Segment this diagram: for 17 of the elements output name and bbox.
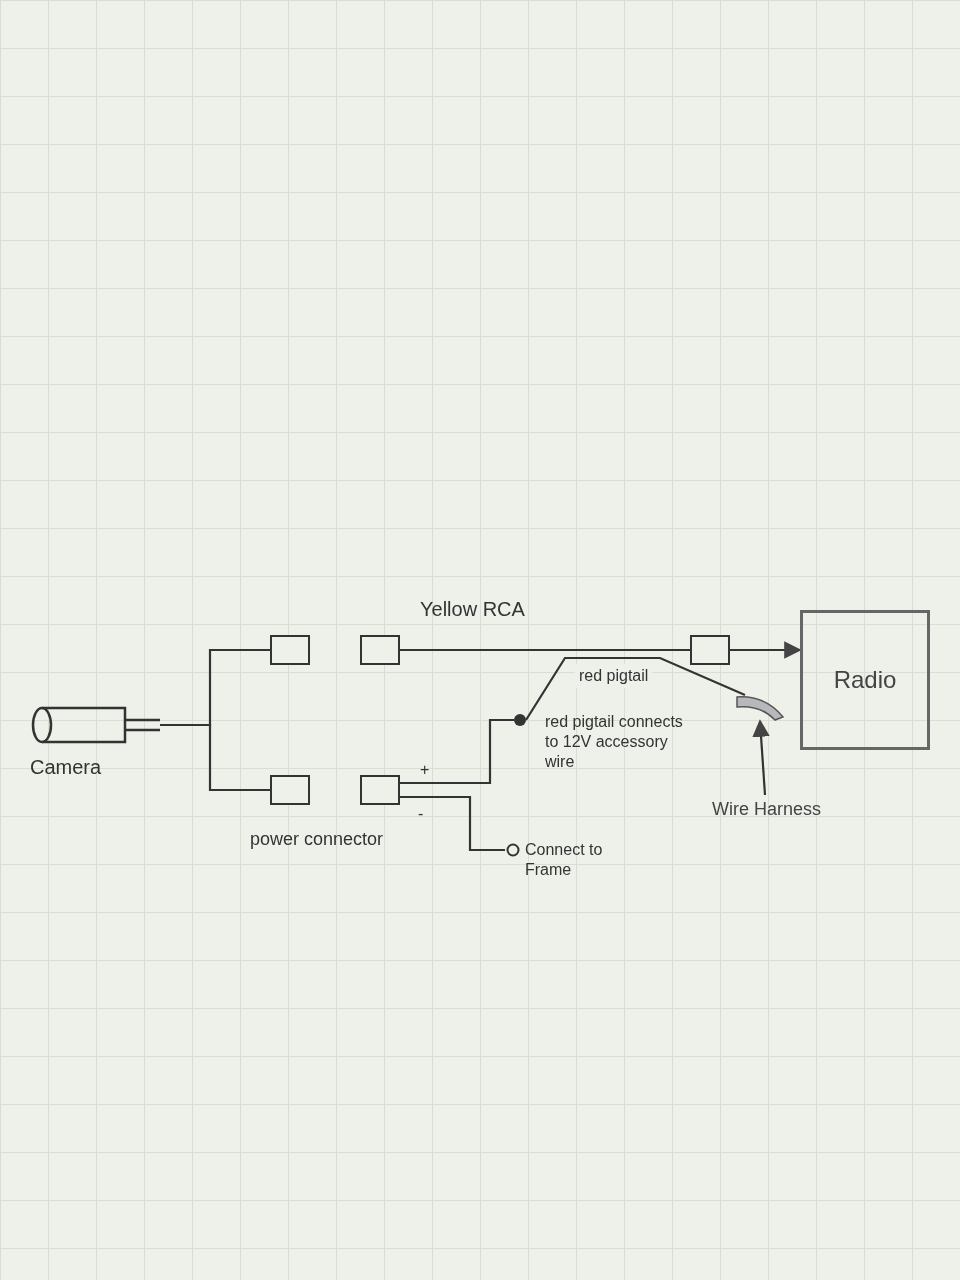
wire-label: Yellow RCA — [420, 597, 526, 622]
camera-label: Camera — [30, 755, 102, 780]
polarity-sign: + — [420, 760, 431, 780]
wire — [400, 648, 690, 652]
wire — [400, 795, 505, 852]
terminal-label: Connect to Frame — [525, 840, 604, 880]
wire — [400, 718, 514, 785]
connector-label: power connector — [250, 828, 385, 851]
wire — [160, 723, 270, 792]
arrow — [730, 641, 802, 659]
polarity-sign: - — [418, 804, 425, 824]
wiring-note: red pigtail connects to 12V accessory wire — [545, 712, 684, 772]
wire — [525, 656, 746, 721]
arrow — [752, 719, 770, 796]
radio-box: Radio — [800, 610, 930, 750]
harness-label: Wire Harness — [712, 799, 822, 819]
edge-label: red pigtail — [575, 664, 653, 688]
